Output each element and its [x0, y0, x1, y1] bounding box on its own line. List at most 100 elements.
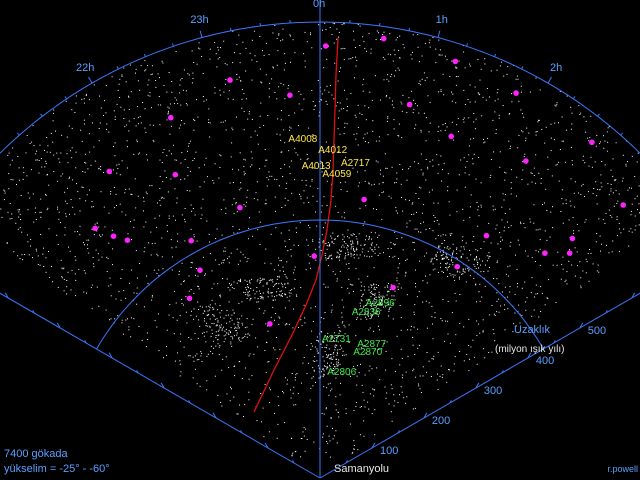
rich-cluster-marker	[197, 267, 203, 274]
galaxy-point	[391, 420, 393, 422]
galaxy-point	[483, 277, 485, 279]
galaxy-point	[437, 351, 439, 353]
galaxy-point	[327, 332, 329, 334]
galaxy-point	[363, 399, 365, 401]
galaxy-point	[554, 122, 556, 124]
cluster-label: A2870	[353, 347, 383, 359]
galaxy-point	[343, 108, 345, 109]
galaxy-point	[372, 130, 374, 132]
galaxy-point	[282, 28, 284, 30]
galaxy-point	[368, 238, 370, 240]
galaxy-point	[329, 358, 331, 360]
galaxy-point	[361, 251, 363, 253]
galaxy-point	[430, 376, 432, 377]
galaxy-point	[458, 131, 459, 133]
galaxy-point	[311, 377, 313, 379]
galaxy-point	[231, 287, 233, 289]
galaxy-point	[429, 228, 431, 229]
galaxy-point	[204, 320, 206, 322]
galaxy-point	[323, 374, 325, 376]
galaxy-point	[204, 164, 205, 166]
galaxy-point	[291, 192, 293, 194]
galaxy-point	[194, 332, 196, 334]
galaxy-point	[282, 266, 284, 268]
galaxy-point	[280, 40, 282, 42]
galaxy-point	[135, 207, 137, 209]
galaxy-point	[199, 186, 201, 188]
galaxy-point	[396, 37, 398, 39]
galaxy-point	[100, 236, 102, 238]
galaxy-point	[168, 217, 170, 219]
galaxy-point	[241, 378, 243, 379]
galaxy-point	[318, 101, 320, 102]
rich-cluster-marker	[361, 196, 367, 203]
galaxy-point	[497, 243, 499, 245]
galaxy-point	[283, 270, 284, 272]
galaxy-point	[435, 253, 437, 255]
galaxy-point	[438, 140, 440, 142]
galaxy-point	[249, 290, 250, 292]
galaxy-point	[429, 122, 431, 124]
galaxy-point	[435, 62, 437, 64]
galaxy-point	[343, 354, 345, 356]
galaxy-point	[84, 171, 86, 173]
galaxy-point	[52, 112, 54, 114]
galaxy-point	[391, 295, 393, 297]
galaxy-point	[533, 222, 535, 224]
galaxy-point	[145, 131, 147, 133]
galaxy-point	[409, 166, 411, 168]
galaxy-point	[333, 98, 335, 100]
galaxy-point	[181, 152, 183, 154]
galaxy-point	[337, 252, 339, 254]
galaxy-point	[582, 159, 584, 161]
galaxy-point	[437, 172, 439, 174]
galaxy-point	[379, 304, 381, 306]
galaxy-point	[320, 99, 322, 101]
galaxy-point	[396, 178, 398, 180]
galaxy-point	[387, 74, 389, 76]
galaxy-point	[368, 315, 369, 317]
galaxy-point	[442, 374, 444, 376]
galaxy-point	[440, 262, 442, 264]
galaxy-point	[187, 73, 189, 75]
galaxy-point	[550, 123, 552, 125]
galaxy-point	[280, 295, 282, 297]
galaxy-point	[473, 137, 475, 139]
galaxy-point	[266, 177, 268, 179]
galaxy-point	[202, 312, 204, 314]
galaxy-point	[246, 260, 248, 262]
galaxy-point	[509, 286, 511, 288]
galaxy-point	[358, 348, 360, 350]
galaxy-point	[179, 375, 181, 377]
galaxy-point	[327, 356, 329, 358]
galaxy-point	[133, 153, 135, 155]
galaxy-point	[333, 356, 335, 358]
galaxy-point	[214, 303, 216, 305]
galaxy-point	[83, 291, 85, 293]
galaxy-point	[447, 256, 449, 258]
galaxy-point	[143, 200, 145, 202]
galaxy-point	[245, 98, 247, 100]
galaxy-point	[526, 127, 528, 129]
galaxy-point	[327, 383, 329, 385]
galaxy-point	[322, 356, 324, 358]
galaxy-point	[264, 384, 266, 385]
galaxy-point	[273, 299, 274, 301]
galaxy-point	[283, 422, 285, 424]
galaxy-point	[183, 69, 185, 71]
galaxy-point	[331, 258, 333, 259]
galaxy-point	[149, 185, 151, 187]
galaxy-point	[137, 123, 139, 125]
galaxy-point	[120, 299, 122, 301]
galaxy-point	[596, 233, 598, 235]
galaxy-point	[229, 331, 231, 333]
galaxy-point	[460, 257, 462, 259]
galaxy-point	[236, 327, 238, 329]
galaxy-point	[140, 122, 142, 124]
galaxy-point	[56, 180, 58, 182]
galaxy-point	[168, 314, 170, 316]
rich-cluster-marker	[523, 158, 529, 164]
galaxy-point	[484, 141, 486, 143]
galaxy-point	[86, 194, 88, 196]
